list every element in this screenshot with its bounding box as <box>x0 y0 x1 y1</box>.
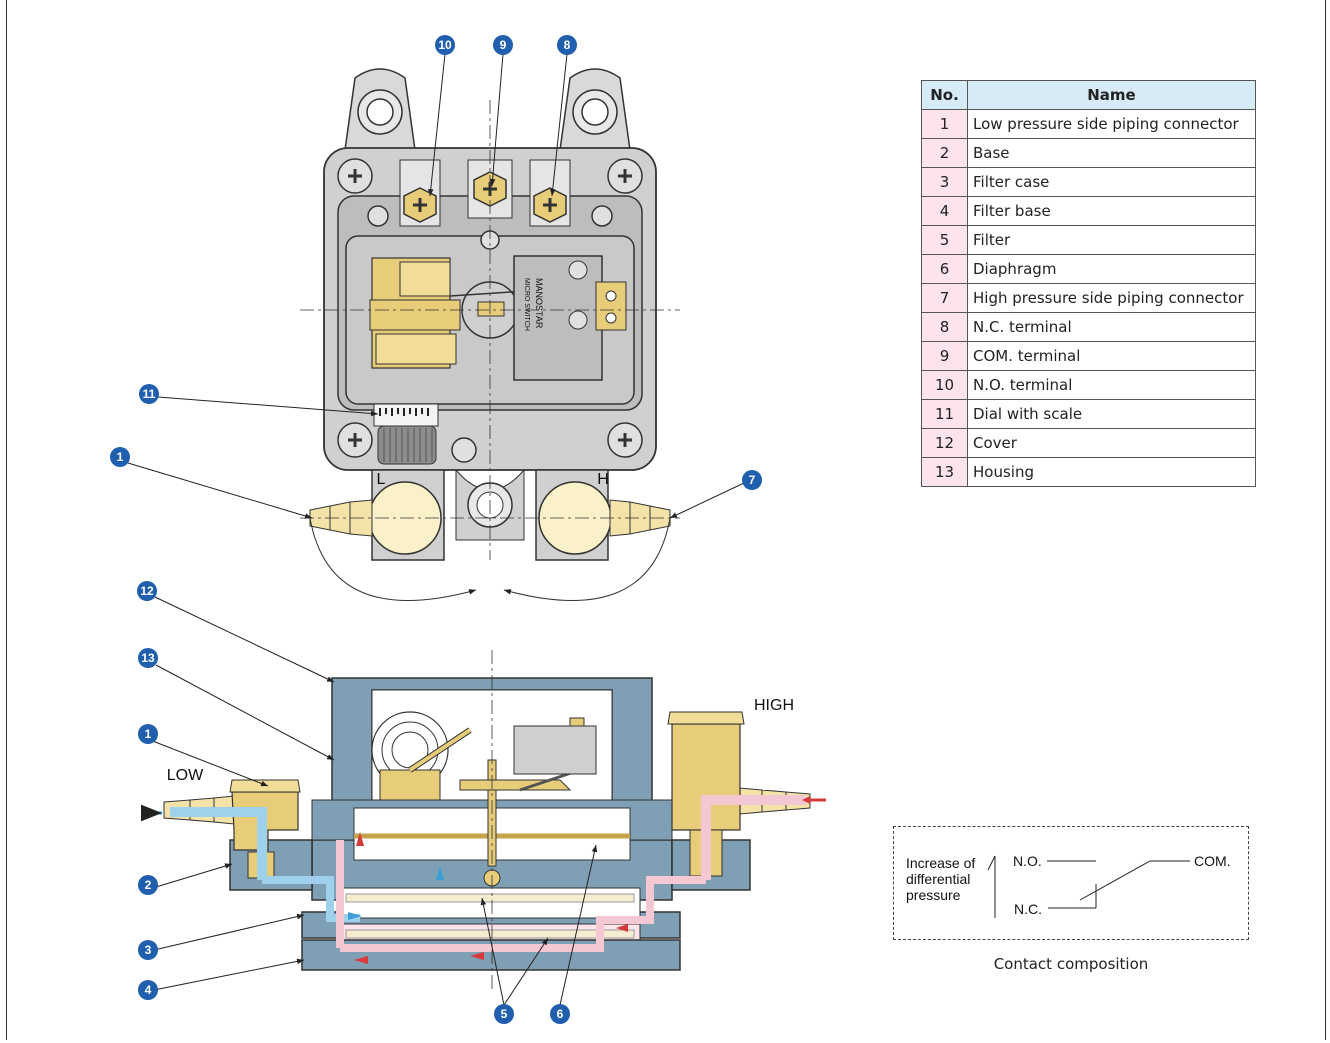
row-no: 7 <box>921 283 968 313</box>
row-no: 11 <box>921 399 968 429</box>
row-no: 13 <box>921 457 968 487</box>
row-name: COM. terminal <box>967 341 1256 371</box>
svg-text:13: 13 <box>141 651 155 665</box>
row-name: Base <box>967 138 1256 168</box>
header-no: No. <box>921 80 968 110</box>
svg-text:3: 3 <box>145 943 152 957</box>
row-name: Cover <box>967 428 1256 458</box>
callout-12: 12 <box>137 581 157 601</box>
row-no: 4 <box>921 196 968 226</box>
svg-text:9: 9 <box>500 38 507 52</box>
row-name: N.C. terminal <box>967 312 1256 342</box>
switch-mechanism: MANOSTAR MICRO SWITCH <box>369 255 627 381</box>
top-view: MANOSTAR MICRO SWITCH L H <box>300 68 680 601</box>
increase-line1: Increase of <box>906 855 975 871</box>
svg-text:6: 6 <box>557 1007 564 1021</box>
row-no: 5 <box>921 225 968 255</box>
low-label: LOW <box>167 767 204 784</box>
svg-text:1: 1 <box>117 450 124 464</box>
row-no: 2 <box>921 138 968 168</box>
high-label: HIGH <box>754 697 794 714</box>
svg-text:5: 5 <box>501 1007 508 1021</box>
row-name: Diaphragm <box>967 254 1256 284</box>
row-name: N.O. terminal <box>967 370 1256 400</box>
callout-6: 6 <box>550 1004 570 1024</box>
contact-diagram: Increase of differential pressure N.O. N… <box>906 853 1231 918</box>
dial-icon <box>373 403 439 465</box>
low-connector <box>163 779 301 880</box>
svg-text:8: 8 <box>564 38 571 52</box>
callout-7: 7 <box>742 470 762 490</box>
svg-text:11: 11 <box>143 387 156 401</box>
no-label: N.O. <box>1013 853 1042 869</box>
increase-line3: pressure <box>906 887 961 903</box>
row-no: 1 <box>921 109 968 139</box>
row-name: Housing <box>967 457 1256 487</box>
callout-9: 9 <box>493 35 513 55</box>
callout-3: 3 <box>138 940 158 960</box>
row-name: Dial with scale <box>967 399 1256 429</box>
nc-label: N.C. <box>1014 901 1042 917</box>
row-name: High pressure side piping connector <box>967 283 1256 313</box>
figure-frame <box>6 0 1326 1040</box>
table-header-row: No. Name <box>921 80 1256 110</box>
row-name: Low pressure side piping connector <box>967 109 1256 139</box>
leader-lines <box>127 53 745 1006</box>
row-no: 10 <box>921 370 968 400</box>
contact-composition-box <box>893 826 1249 940</box>
svg-text:7: 7 <box>749 473 756 487</box>
callout-8: 8 <box>557 35 577 55</box>
row-no: 8 <box>921 312 968 342</box>
port-low-label: L <box>377 471 386 488</box>
header-name: Name <box>967 80 1256 110</box>
com-label: COM. <box>1194 853 1231 869</box>
svg-text:4: 4 <box>145 983 152 997</box>
svg-text:1: 1 <box>145 727 152 741</box>
switch-brand-label: MANOSTAR <box>534 278 544 329</box>
row-no: 9 <box>921 341 968 371</box>
callout-5: 5 <box>494 1004 514 1024</box>
svg-text:10: 10 <box>438 38 452 52</box>
row-no: 6 <box>921 254 968 284</box>
port-high-label: H <box>597 471 609 488</box>
callout-4: 4 <box>138 980 158 1000</box>
callout-11: 11 <box>139 384 159 404</box>
increase-line2: differential <box>906 871 970 887</box>
svg-text:2: 2 <box>145 878 152 892</box>
row-name: Filter case <box>967 167 1256 197</box>
terminal-screws <box>399 159 571 227</box>
section-view: LOW HIGH <box>141 650 826 990</box>
row-name: Filter base <box>967 196 1256 226</box>
row-no: 3 <box>921 167 968 197</box>
high-connector <box>667 711 811 880</box>
row-no: 12 <box>921 428 968 458</box>
callout-2: 2 <box>138 875 158 895</box>
switch-type-label: MICRO SWITCH <box>523 278 530 331</box>
svg-text:12: 12 <box>140 584 154 598</box>
callout-10: 10 <box>435 35 455 55</box>
callout-1-top: 1 <box>110 447 130 467</box>
row-name: Filter <box>967 225 1256 255</box>
callout-1-section: 1 <box>138 724 158 744</box>
callout-13: 13 <box>138 648 158 668</box>
contact-caption: Contact composition <box>993 955 1149 973</box>
corner-screw-icon <box>337 158 643 463</box>
